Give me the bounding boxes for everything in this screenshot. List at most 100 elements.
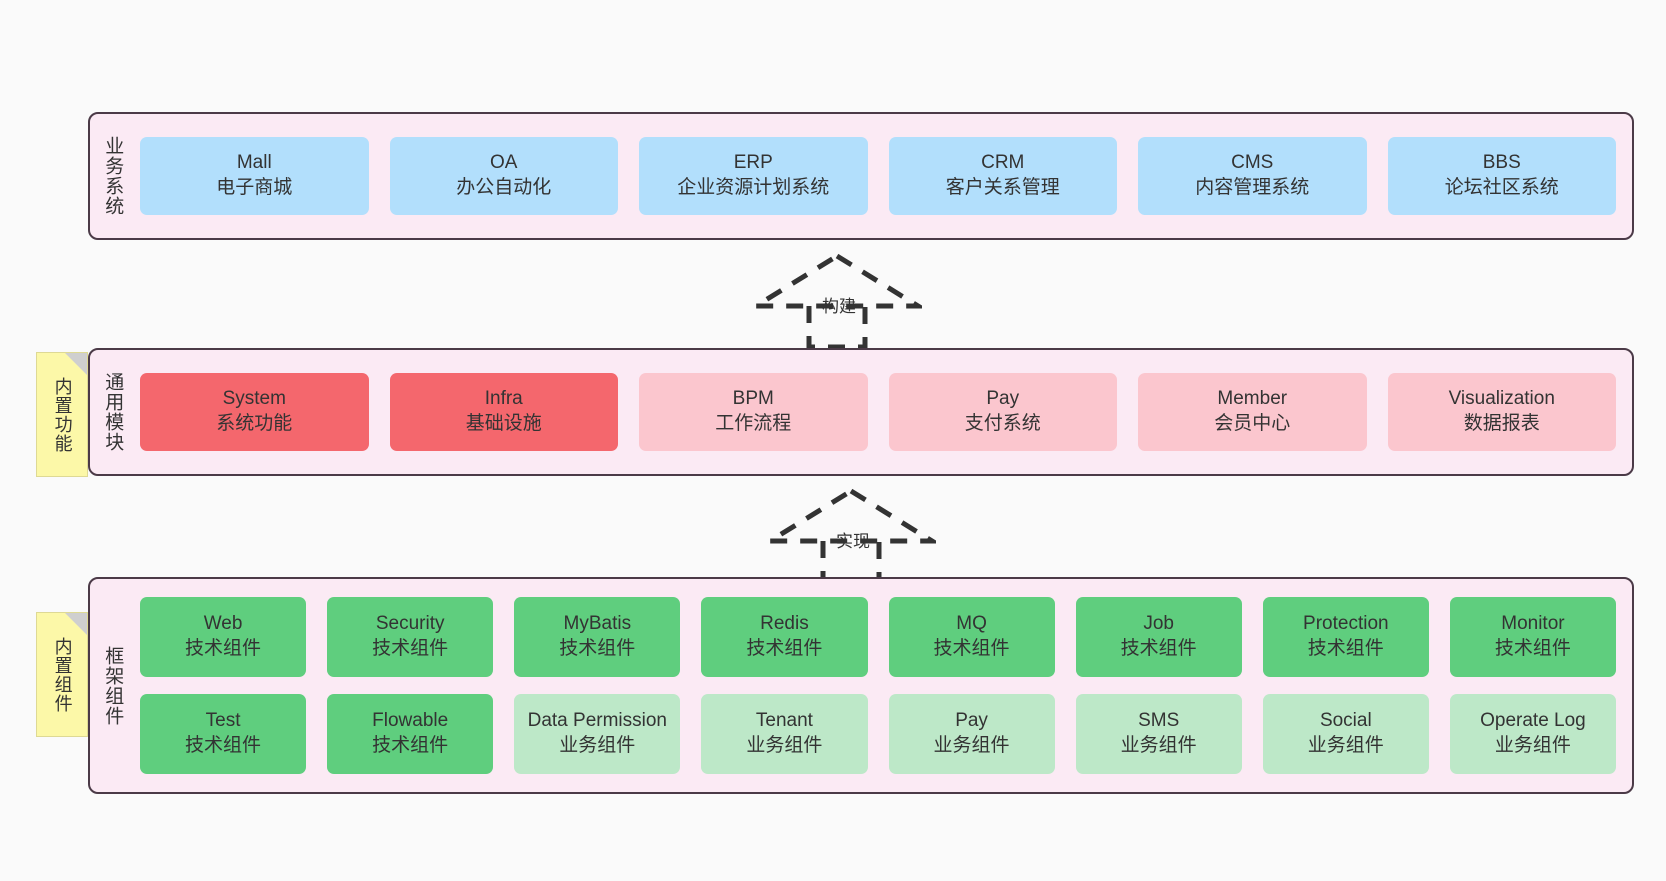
- module-card-title: Infra: [484, 388, 523, 410]
- layer-business-systems: 业务系统 Mall 电子商城 OA 办公自动化 ERP 企业资源计划系统 CRM…: [88, 112, 1634, 240]
- module-card-subtitle: 技术组件: [372, 735, 449, 756]
- layer-body-framework-components: Web 技术组件 Security 技术组件 MyBatis 技术组件 Redi…: [134, 579, 1632, 792]
- module-card-subtitle: 办公自动化: [456, 177, 552, 198]
- module-card-subtitle: 电子商城: [216, 177, 293, 198]
- module-card-subtitle: 客户关系管理: [945, 177, 1060, 198]
- layer-body-business-systems: Mall 电子商城 OA 办公自动化 ERP 企业资源计划系统 CRM 客户关系…: [134, 114, 1632, 238]
- arrow-build: 构建: [747, 252, 927, 350]
- note-fold-corner-icon: [65, 613, 87, 635]
- module-card-subtitle: 工作流程: [715, 413, 792, 434]
- module-card-subtitle: 技术组件: [1307, 638, 1384, 659]
- module-card-flowable[interactable]: Flowable 技术组件: [327, 694, 494, 774]
- module-card-subtitle: 会员中心: [1214, 413, 1291, 434]
- module-card-visualization[interactable]: Visualization 数据报表: [1387, 373, 1616, 451]
- module-card-subtitle: 内容管理系统: [1195, 177, 1310, 198]
- module-card-oa[interactable]: OA 办公自动化: [389, 137, 618, 215]
- generalization-arrow-icon: [747, 253, 927, 350]
- module-card-subtitle: 支付系统: [964, 413, 1041, 434]
- module-card-bpm[interactable]: BPM 工作流程: [639, 373, 868, 451]
- module-card-title: System: [222, 388, 286, 410]
- module-card-test[interactable]: Test 技术组件: [140, 694, 307, 774]
- module-card-member[interactable]: Member 会员中心: [1138, 373, 1367, 451]
- note-label: 内置功能: [52, 376, 73, 453]
- layer-row: Mall 电子商城 OA 办公自动化 ERP 企业资源计划系统 CRM 客户关系…: [140, 137, 1616, 215]
- module-card-title: Pay: [986, 388, 1020, 410]
- module-card-title: SMS: [1138, 710, 1180, 732]
- module-card-title: Data Permission: [527, 710, 667, 732]
- module-card-title: Flowable: [372, 710, 449, 732]
- module-card-crm[interactable]: CRM 客户关系管理: [888, 137, 1117, 215]
- module-card-subtitle: 技术组件: [559, 638, 636, 659]
- module-card-job[interactable]: Job 技术组件: [1075, 597, 1242, 677]
- module-card-subtitle: 技术组件: [372, 638, 449, 659]
- arrow-label-build: 构建: [822, 297, 856, 316]
- layer-common-modules: 通用模块 System 系统功能 Infra 基础设施 BPM 工作流程 Pay…: [88, 348, 1634, 476]
- module-card-security[interactable]: Security 技术组件: [327, 597, 494, 677]
- module-card-mq[interactable]: MQ 技术组件: [888, 597, 1055, 677]
- module-card-subtitle: 技术组件: [933, 638, 1010, 659]
- module-card-title: Operate Log: [1480, 710, 1586, 732]
- layer-title-business-systems: 业务系统: [102, 136, 124, 216]
- module-card-subtitle: 业务组件: [559, 735, 636, 756]
- note-fold-corner-icon: [65, 353, 87, 375]
- module-card-operate-log[interactable]: Operate Log 业务组件: [1449, 694, 1616, 774]
- module-card-bbs[interactable]: BBS 论坛社区系统: [1387, 137, 1616, 215]
- module-card-title: BBS: [1482, 152, 1521, 174]
- note-builtin-component: 内置组件: [36, 612, 88, 737]
- module-card-title: Test: [205, 710, 241, 732]
- layer-body-common-modules: System 系统功能 Infra 基础设施 BPM 工作流程 Pay 支付系统…: [134, 350, 1632, 474]
- module-card-system[interactable]: System 系统功能: [140, 373, 369, 451]
- module-card-subtitle: 业务组件: [933, 735, 1010, 756]
- layer-row: Web 技术组件 Security 技术组件 MyBatis 技术组件 Redi…: [140, 597, 1616, 677]
- module-card-cms[interactable]: CMS 内容管理系统: [1138, 137, 1367, 215]
- module-card-subtitle: 数据报表: [1463, 413, 1540, 434]
- module-card-subtitle: 技术组件: [1494, 638, 1571, 659]
- module-card-subtitle: 业务组件: [1307, 735, 1384, 756]
- module-card-title: Security: [375, 613, 445, 635]
- module-card-erp[interactable]: ERP 企业资源计划系统: [639, 137, 868, 215]
- module-card-subtitle: 论坛社区系统: [1444, 177, 1559, 198]
- module-card-web[interactable]: Web 技术组件: [140, 597, 307, 677]
- module-card-sms[interactable]: SMS 业务组件: [1075, 694, 1242, 774]
- module-card-social[interactable]: Social 业务组件: [1262, 694, 1429, 774]
- module-card-title: CMS: [1231, 152, 1274, 174]
- layer-title-framework-components: 框架组件: [102, 645, 124, 726]
- layer-row: System 系统功能 Infra 基础设施 BPM 工作流程 Pay 支付系统…: [140, 373, 1616, 451]
- arrow-label-implement: 实现: [836, 532, 870, 551]
- module-card-title: Redis: [760, 613, 809, 635]
- module-card-subtitle: 业务组件: [1494, 735, 1571, 756]
- module-card-pay-business[interactable]: Pay 业务组件: [888, 694, 1055, 774]
- note-builtin-function: 内置功能: [36, 352, 88, 477]
- module-card-infra[interactable]: Infra 基础设施: [389, 373, 618, 451]
- module-card-subtitle: 业务组件: [1120, 735, 1197, 756]
- module-card-redis[interactable]: Redis 技术组件: [701, 597, 868, 677]
- module-card-subtitle: 技术组件: [1120, 638, 1197, 659]
- module-card-subtitle: 业务组件: [746, 735, 823, 756]
- module-card-title: Tenant: [755, 710, 813, 732]
- module-card-title: ERP: [733, 152, 773, 174]
- module-card-subtitle: 技术组件: [185, 638, 262, 659]
- module-card-title: Web: [203, 613, 243, 635]
- module-card-pay[interactable]: Pay 支付系统: [888, 373, 1117, 451]
- module-card-protection[interactable]: Protection 技术组件: [1262, 597, 1429, 677]
- module-card-title: Social: [1319, 710, 1372, 732]
- module-card-tenant[interactable]: Tenant 业务组件: [701, 694, 868, 774]
- module-card-mall[interactable]: Mall 电子商城: [140, 137, 369, 215]
- layer-framework-components: 框架组件 Web 技术组件 Security 技术组件 MyBatis 技术组件…: [88, 577, 1634, 794]
- module-card-title: Job: [1143, 613, 1174, 635]
- module-card-title: Visualization: [1448, 388, 1555, 410]
- module-card-title: Member: [1217, 388, 1288, 410]
- module-card-title: MQ: [956, 613, 987, 635]
- module-card-title: CRM: [981, 152, 1025, 174]
- layer-row: Test 技术组件 Flowable 技术组件 Data Permission …: [140, 694, 1616, 774]
- module-card-monitor[interactable]: Monitor 技术组件: [1449, 597, 1616, 677]
- arrow-implement: 实现: [761, 487, 941, 585]
- layer-title-common-modules: 通用模块: [102, 372, 124, 452]
- module-card-title: Pay: [955, 710, 988, 732]
- module-card-data-permission[interactable]: Data Permission 业务组件: [514, 694, 681, 774]
- module-card-subtitle: 技术组件: [185, 735, 262, 756]
- module-card-mybatis[interactable]: MyBatis 技术组件: [514, 597, 681, 677]
- module-card-subtitle: 基础设施: [465, 413, 542, 434]
- module-card-title: BPM: [732, 388, 774, 410]
